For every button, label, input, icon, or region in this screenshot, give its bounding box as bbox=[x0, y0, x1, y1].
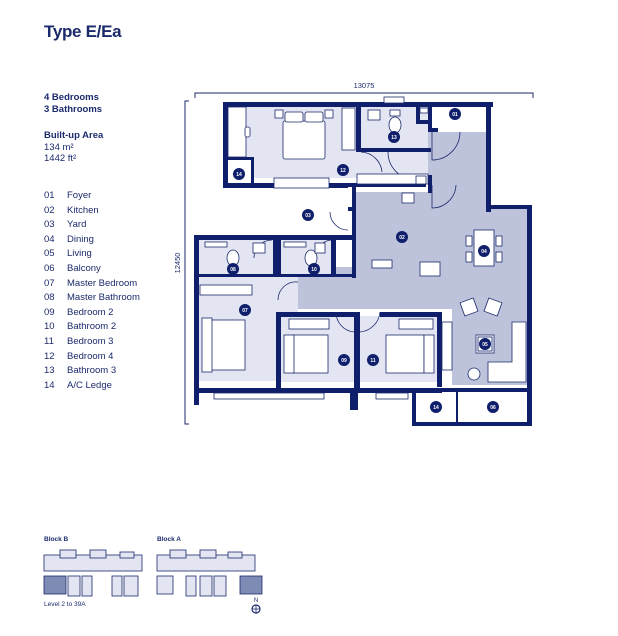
tag-ac-ledge-top: 14 bbox=[233, 168, 245, 180]
north-arrow-icon: N bbox=[251, 598, 261, 614]
tag-bedroom2: 09 bbox=[338, 354, 350, 366]
svg-text:N: N bbox=[254, 598, 258, 604]
level-range: Level 2 to 39A bbox=[44, 601, 86, 608]
tag-bedroom4: 12 bbox=[337, 164, 349, 176]
tag-master-bedroom: 07 bbox=[239, 304, 251, 316]
svg-text:08: 08 bbox=[230, 267, 236, 273]
block-b-label: Block B bbox=[44, 536, 69, 543]
width-dimension: 13075 bbox=[354, 81, 375, 90]
svg-text:09: 09 bbox=[341, 358, 347, 364]
tag-foyer: 01 bbox=[449, 108, 461, 120]
tag-bathroom3: 13 bbox=[388, 131, 400, 143]
tag-kitchen: 02 bbox=[396, 231, 408, 243]
svg-text:11: 11 bbox=[370, 358, 376, 364]
svg-text:07: 07 bbox=[242, 308, 248, 314]
walls bbox=[194, 102, 532, 426]
area-sqft: 1442 ft² bbox=[44, 153, 77, 164]
tag-yard: 03 bbox=[302, 209, 314, 221]
svg-text:03: 03 bbox=[305, 213, 311, 219]
svg-text:14: 14 bbox=[236, 172, 242, 178]
block-b-plan bbox=[43, 549, 143, 597]
tag-master-bathroom: 08 bbox=[227, 263, 239, 275]
unit-summary: 4 Bedrooms 3 Bathrooms bbox=[44, 92, 102, 115]
svg-text:04: 04 bbox=[481, 249, 487, 255]
tag-balcony: 06 bbox=[487, 401, 499, 413]
block-a-label: Block A bbox=[157, 536, 181, 543]
svg-text:12: 12 bbox=[340, 168, 346, 174]
svg-text:13: 13 bbox=[391, 135, 397, 141]
svg-text:02: 02 bbox=[399, 235, 405, 241]
svg-text:14: 14 bbox=[433, 405, 439, 411]
page-title: Type E/Ea bbox=[44, 22, 122, 41]
tag-dining: 04 bbox=[478, 245, 490, 257]
bedroom-count: 4 Bedrooms bbox=[44, 92, 99, 103]
tag-living: 05 bbox=[477, 336, 493, 352]
tag-bedroom3: 11 bbox=[367, 354, 379, 366]
svg-text:05: 05 bbox=[482, 342, 488, 348]
room-tags: 01 02 03 04 05 06 07 08 09 10 11 12 13 1… bbox=[227, 108, 499, 413]
bathroom-count: 3 Bathrooms bbox=[44, 103, 103, 115]
block-a-plan bbox=[156, 549, 263, 597]
tag-ac-ledge-bottom: 14 bbox=[430, 401, 442, 413]
svg-text:06: 06 bbox=[490, 405, 496, 411]
built-up-area: Built-up Area 134 m² 1442 ft² bbox=[44, 130, 103, 165]
svg-text:01: 01 bbox=[452, 112, 458, 118]
area-label: Built-up Area bbox=[44, 130, 104, 141]
area-sqm: 134 m² bbox=[44, 141, 74, 153]
dimension-lines bbox=[184, 92, 534, 425]
height-dimension: 12450 bbox=[173, 253, 182, 274]
tag-bathroom2: 10 bbox=[308, 263, 320, 275]
svg-text:10: 10 bbox=[311, 267, 317, 273]
